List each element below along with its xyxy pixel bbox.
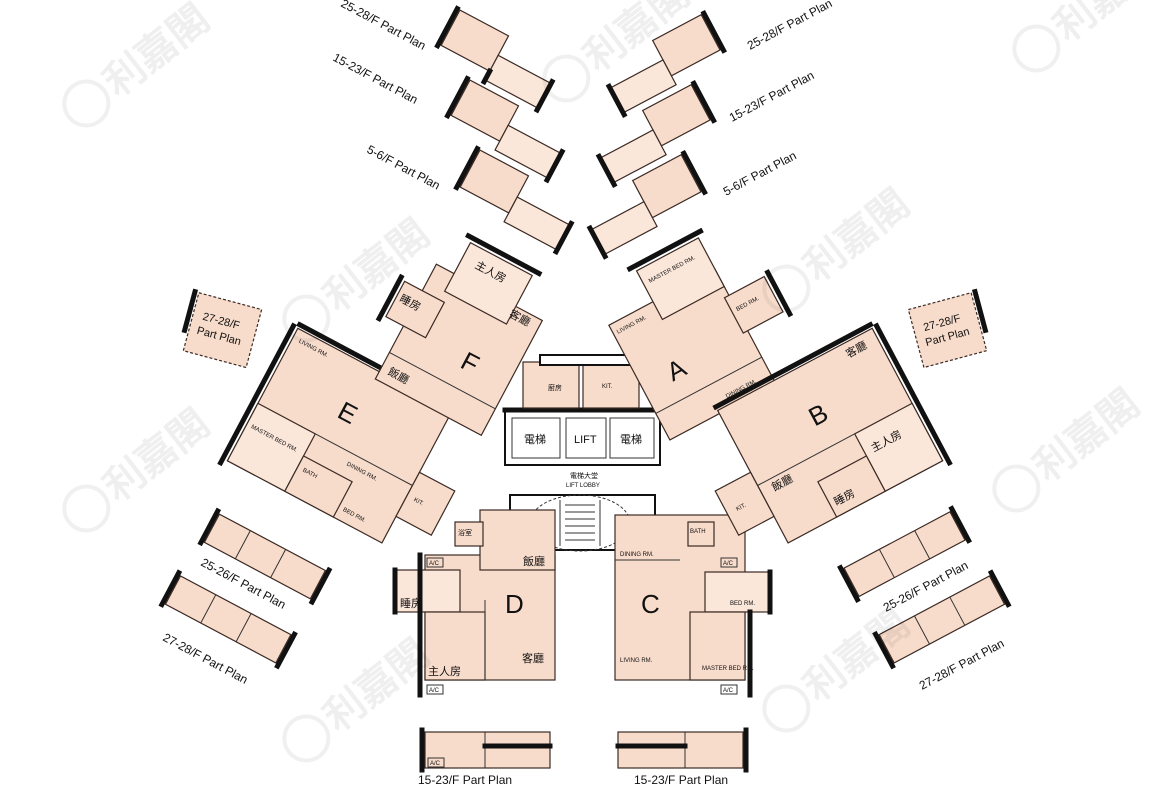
unit-d-bed: 睡房 <box>400 597 422 610</box>
watermark-text-7: 利嘉閣 <box>1026 382 1148 491</box>
lobby-en-label: LIFT LOBBY <box>566 483 600 489</box>
unit-b: B 客廳 飯廳 主人房 睡房 KIT. <box>712 321 953 544</box>
unit-c: C DINING RM. LIVING RM. BED RM. MASTER B… <box>614 514 773 698</box>
part-plan-label-ul-2528: 25-28/F Part Plan <box>339 0 429 53</box>
unit-d-letter: D <box>505 589 524 619</box>
watermark-text-6: 利嘉閣 <box>96 402 218 511</box>
part-plan-ur-1 <box>605 9 727 119</box>
part-plan-label-ur-56: 5-6/F Part Plan <box>721 148 799 198</box>
part-plan-bottom-right <box>615 727 749 773</box>
unit-d: D 飯廳 睡房 主人房 客廳 浴室 A/C A/C <box>392 509 556 698</box>
unit-d-master: 主人房 <box>428 665 461 678</box>
unit-c-bath: BATH <box>690 529 706 535</box>
part-plan-ur-2 <box>595 79 717 189</box>
unit-c-dining: DINING RM. <box>620 552 654 558</box>
part-plan-label-ul-56: 5-6/F Part Plan <box>365 142 443 192</box>
lobby-cn-label: 電梯大堂 <box>570 471 598 480</box>
unit-c-ac-1: A/C <box>723 561 734 567</box>
unit-c-letter: C <box>641 589 660 619</box>
watermark-text-3: 利嘉閣 <box>1046 0 1168 50</box>
unit-b-kit: KIT. <box>735 503 747 513</box>
part-plan-lr-2728 <box>872 569 1012 670</box>
part-plan-bottom-left: A/C <box>419 727 553 773</box>
unit-d-bath: 浴室 <box>458 528 472 537</box>
kitchen-f-label: 廚房 <box>548 383 562 392</box>
part-plan-label-bottom-left: 15-23/F Part Plan <box>418 773 512 785</box>
unit-e: E LIVING RM. DINING RM. MASTER BED RM. B… <box>217 321 458 544</box>
part-plan-ul-2 <box>444 75 566 184</box>
unit-c-living: LIVING RM. <box>620 658 653 664</box>
watermark-text-1: 利嘉閣 <box>96 0 218 105</box>
lift-2-label: LIFT <box>574 434 597 446</box>
unit-c-ac-2: A/C <box>723 688 734 694</box>
unit-d-ac-1: A/C <box>429 561 440 567</box>
unit-d-dining: 飯廳 <box>523 554 545 568</box>
unit-d-living: 客廳 <box>522 651 544 665</box>
part-plan-lr-2526 <box>837 505 972 603</box>
part-plan-ur-3 <box>586 149 708 260</box>
part-plan-label-ur-1523: 15-23/F Part Plan <box>727 68 817 125</box>
lift-1-label: 電梯 <box>524 433 546 446</box>
unit-e-kit: KIT. <box>412 497 424 507</box>
part-plan-ul-1 <box>434 5 556 114</box>
part-plan-label-ul-1523: 15-23/F Part Plan <box>331 50 421 107</box>
kitchen-a-label: KIT. <box>602 384 613 390</box>
part-plan-bl-ac: A/C <box>430 761 441 767</box>
part-plan-ll-2728 <box>158 569 298 670</box>
watermark-text-5: 利嘉閣 <box>796 182 918 291</box>
part-plan-ll-2526 <box>197 507 333 606</box>
lift-3-label: 電梯 <box>620 433 642 446</box>
unit-c-master: MASTER BED RM. <box>702 666 754 672</box>
part-plan-right-2728: 27-28/F Part Plan <box>907 288 989 369</box>
part-plan-label-bottom-right: 15-23/F Part Plan <box>634 773 728 785</box>
unit-f: F 主人房 客廳 睡房 飯廳 <box>374 232 544 437</box>
part-plan-label-lr-2728: 27-28/F Part Plan <box>917 636 1007 693</box>
part-plan-ul-3 <box>453 145 575 256</box>
unit-c-bed: BED RM. <box>730 601 755 607</box>
part-plan-left-2728: 27-28/F Part Plan <box>181 288 263 369</box>
part-plan-label-ur-2528: 25-28/F Part Plan <box>745 0 835 53</box>
unit-d-ac-2: A/C <box>429 688 440 694</box>
